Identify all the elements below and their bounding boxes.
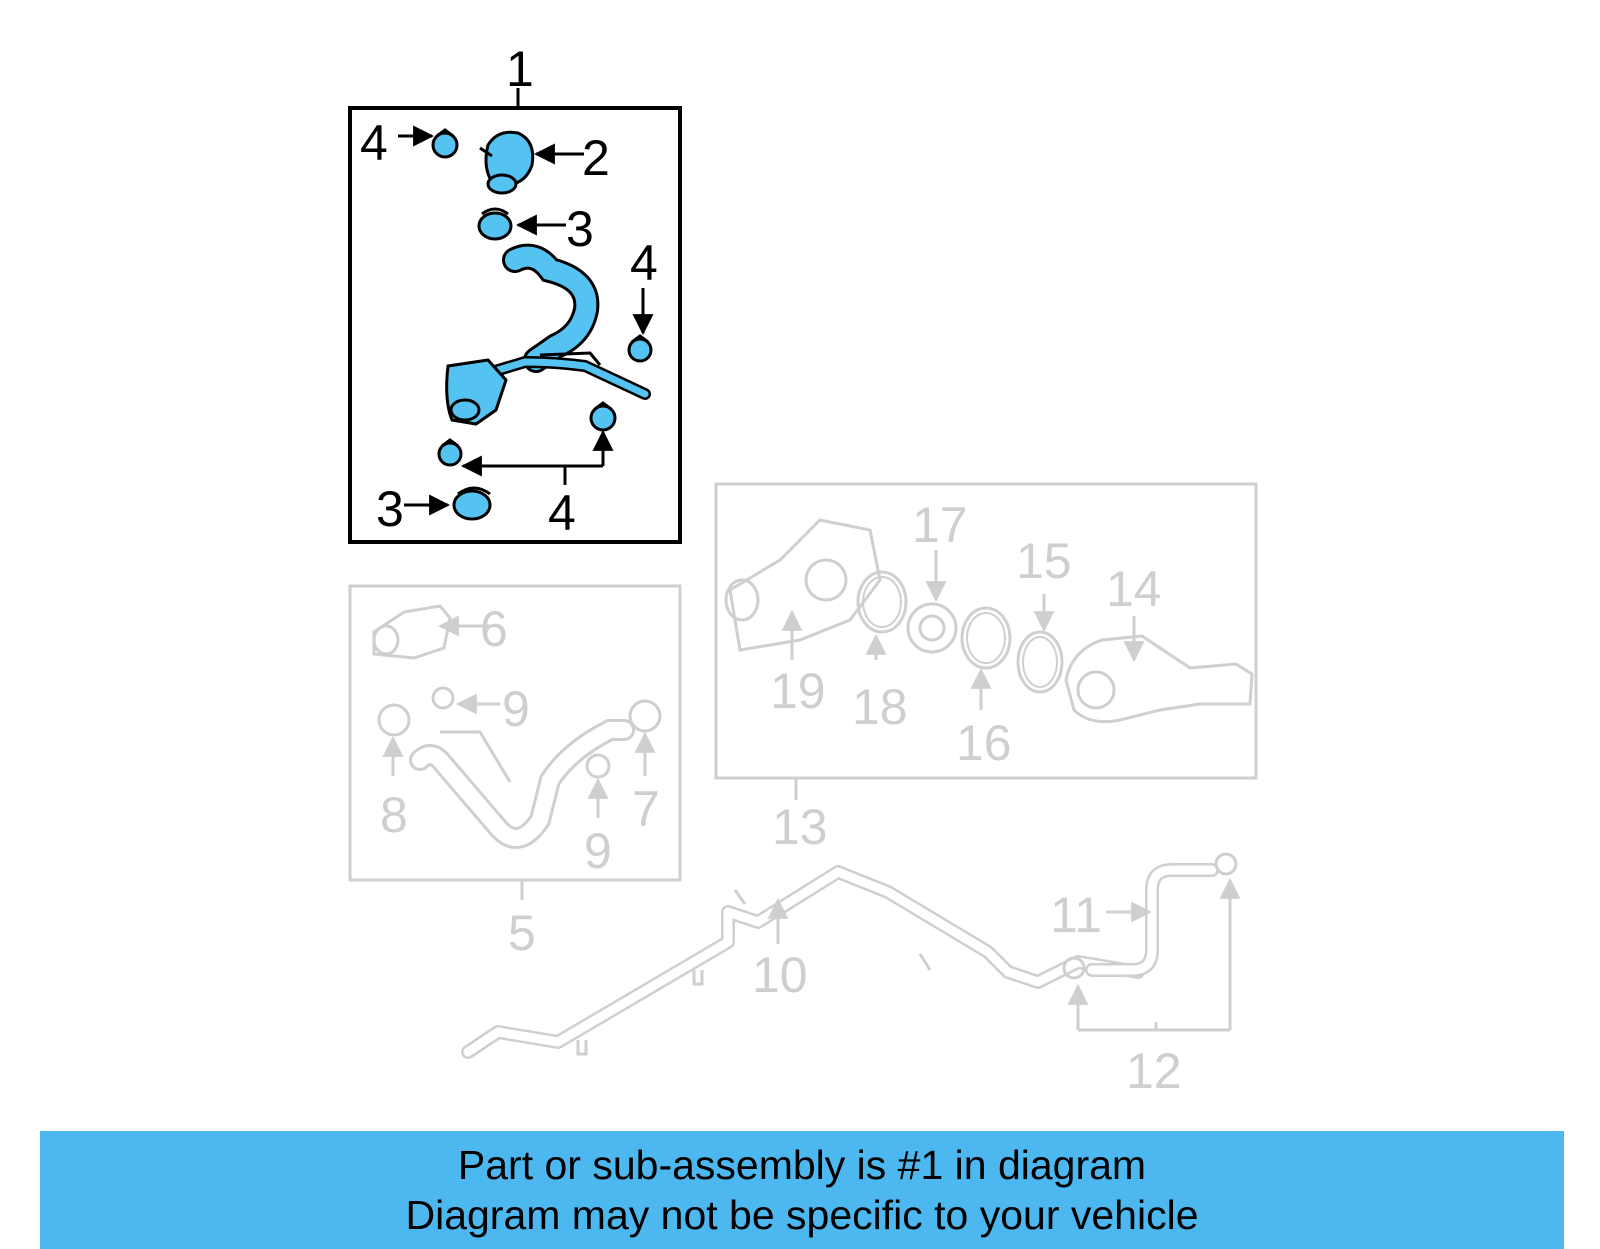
coolant-pipe-assembly-icon	[445, 243, 651, 426]
coolant-hose-icon	[409, 719, 635, 849]
banner-line-1: Part or sub-assembly is #1 in diagram	[457, 1142, 1147, 1188]
callout-7: 7	[632, 781, 660, 837]
assembly-5-group: 5 6 7 8 9 9	[348, 584, 682, 961]
hose-clamp-icon	[431, 128, 459, 159]
o-ring-icon	[856, 570, 908, 634]
callout-4: 4	[630, 235, 658, 291]
callout-3: 3	[376, 481, 404, 537]
callout-1: 1	[506, 41, 534, 97]
callout-14: 14	[1106, 561, 1162, 617]
hose-clamp-icon	[628, 699, 662, 733]
thermostat-housing-icon	[724, 518, 882, 652]
callout-5: 5	[508, 905, 536, 961]
callout-9: 9	[584, 823, 612, 879]
callout-8: 8	[380, 787, 408, 843]
callout-3: 3	[566, 201, 594, 257]
thermostat-icon	[906, 602, 958, 654]
bypass-pipe-group: 10 11 12	[461, 852, 1241, 1099]
callout-12: 12	[1126, 1043, 1182, 1099]
hose-clamp-icon	[431, 686, 455, 710]
hose-clamp-icon	[1062, 956, 1086, 980]
callout-4: 4	[360, 115, 388, 171]
callout-18: 18	[852, 679, 908, 735]
coolant-tube-icon	[1085, 863, 1219, 977]
assembly-1-box	[348, 106, 682, 544]
hose-connector-icon	[372, 604, 452, 660]
assembly-1-group: 1 2 3 3 4 4 4	[348, 41, 682, 544]
callout-9: 9	[502, 681, 530, 737]
info-banner: Part or sub-assembly is #1 in diagram Di…	[40, 1131, 1564, 1249]
callout-15: 15	[1016, 533, 1072, 589]
o-ring-icon	[1016, 630, 1064, 694]
hose-clamp-icon	[589, 401, 617, 432]
o-ring-seal-icon	[477, 207, 513, 241]
callout-17: 17	[912, 497, 968, 553]
water-outlet-icon	[1064, 634, 1254, 724]
banner-line-2: Diagram may not be specific to your vehi…	[405, 1192, 1199, 1238]
bypass-pipe-icon	[461, 865, 1145, 1059]
hose-clamp-icon	[627, 334, 653, 363]
hose-clamp-icon	[585, 753, 611, 779]
hose-clamp-icon	[437, 438, 463, 467]
callout-10: 10	[752, 947, 808, 1003]
callout-4: 4	[548, 485, 576, 541]
hose-connector-icon	[479, 130, 535, 195]
o-ring-seal-icon	[452, 486, 492, 521]
hose-clamp-icon	[377, 703, 411, 737]
callout-13: 13	[772, 799, 828, 855]
callout-6: 6	[480, 601, 508, 657]
hose-clamp-icon	[1214, 852, 1238, 876]
callout-11: 11	[1050, 887, 1102, 943]
callout-2: 2	[582, 130, 610, 186]
callout-16: 16	[956, 715, 1012, 771]
callout-19: 19	[770, 663, 826, 719]
gasket-icon	[960, 606, 1012, 670]
assembly-13-group: 13 14 15 16 17 18 19	[714, 482, 1258, 855]
